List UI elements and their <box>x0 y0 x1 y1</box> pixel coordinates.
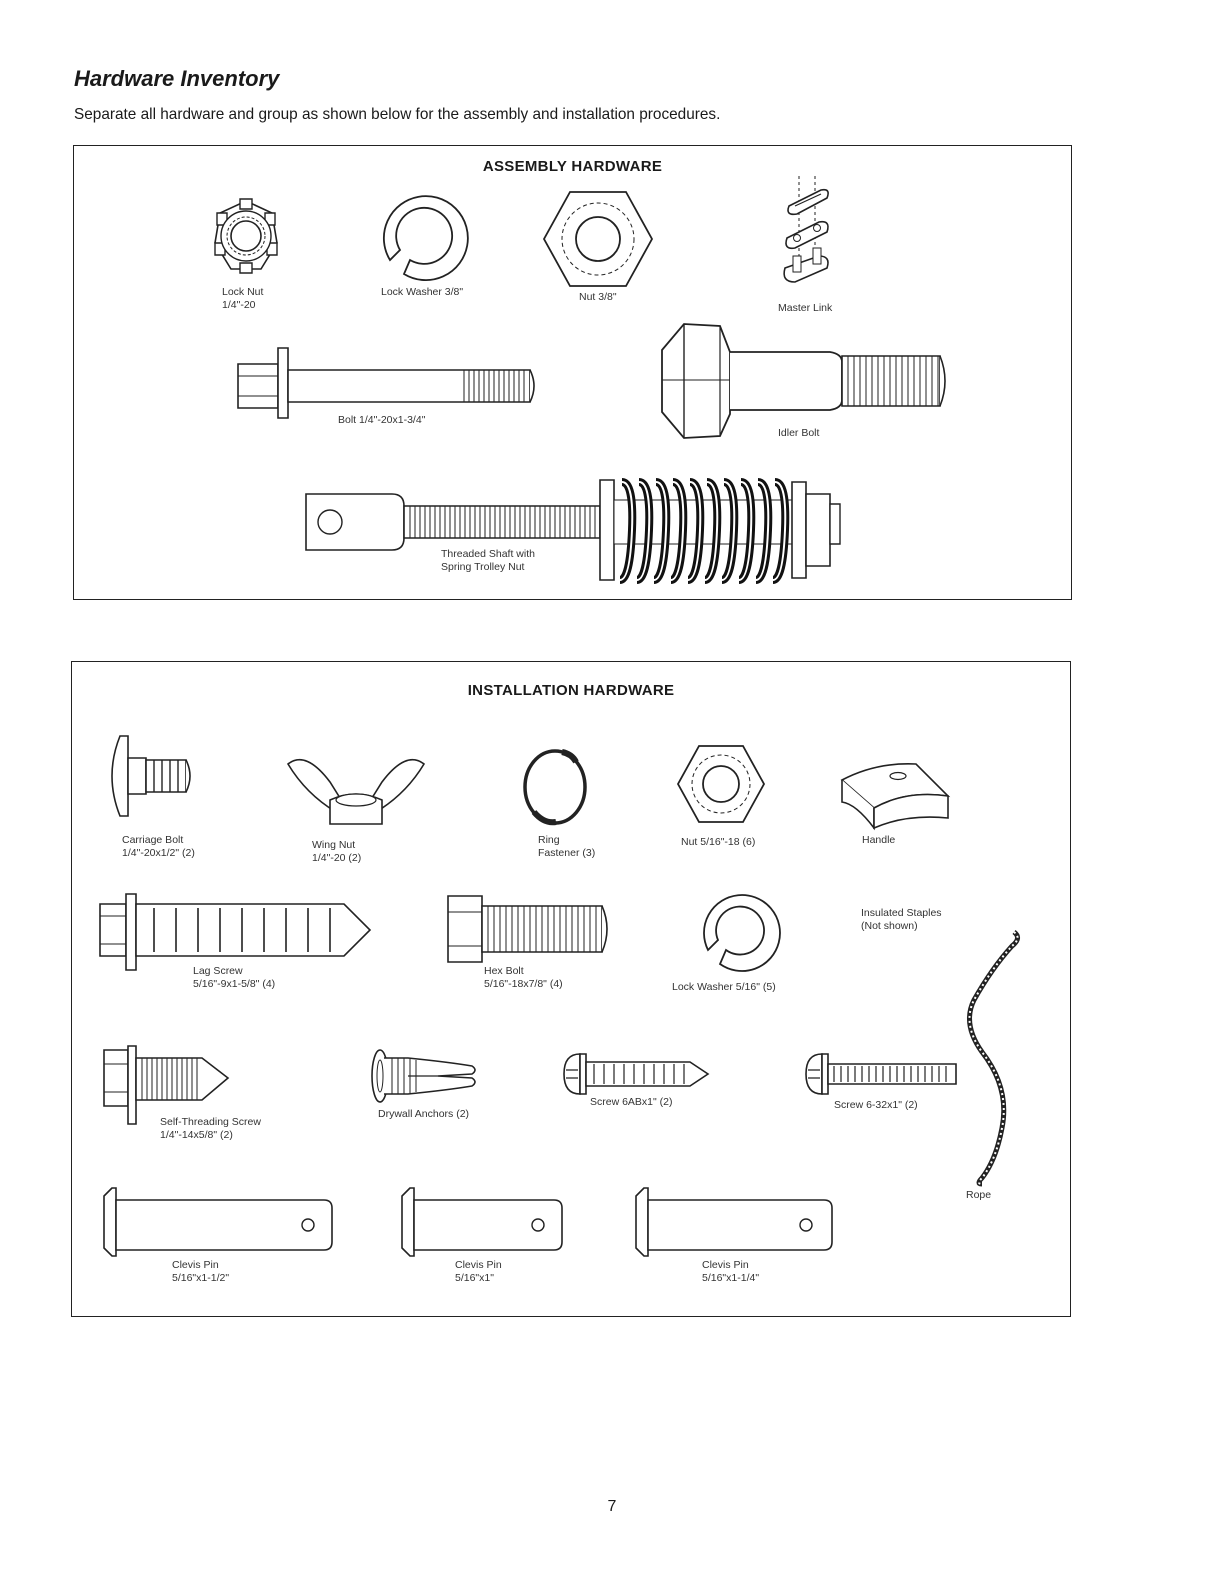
bolt-icon <box>236 346 538 420</box>
installation-item-name: Ring <box>538 834 560 846</box>
installation-item-spec: 5/16"x1-1/2" <box>172 1272 230 1284</box>
installation-item-name: Wing Nut <box>312 839 356 851</box>
installation-item-name: Clevis Pin <box>172 1259 219 1271</box>
handle-icon <box>836 758 952 830</box>
installation-item-name: Clevis Pin <box>702 1259 749 1271</box>
assembly-item-spec: 1/4"-20 <box>222 299 256 311</box>
assembly-item-name: Master Link <box>778 302 833 314</box>
self-threading-screw-icon <box>102 1044 232 1126</box>
assembly-item-name: Threaded Shaft with <box>441 548 535 560</box>
installation-item-spec: Fastener (3) <box>538 847 596 859</box>
idler-bolt-icon <box>660 322 950 440</box>
installation-item-name: Lock Washer 5/16" (5) <box>672 981 776 993</box>
installation-hardware-panel: INSTALLATION HARDWARE Carriage Bolt 1/4"… <box>71 661 1071 1317</box>
lag-screw-icon <box>98 892 374 972</box>
installation-item-name: Lag Screw <box>193 965 243 977</box>
installation-item-name: Rope <box>966 1189 992 1201</box>
installation-item-spec: 5/16"x1" <box>455 1272 494 1284</box>
ring-fastener-icon <box>520 746 590 828</box>
installation-item-spec: 1/4"-20x1/2" (2) <box>122 847 195 859</box>
intro-text: Separate all hardware and group as shown… <box>74 106 721 123</box>
threaded-shaft-icon <box>304 476 844 588</box>
assembly-hardware-panel: ASSEMBLY HARDWARE Lock Nut 1/4"-20 Lock … <box>73 145 1072 600</box>
assembly-item-name: Bolt 1/4"-20x1-3/4" <box>338 414 426 426</box>
installation-item-name: Hex Bolt <box>484 965 524 977</box>
hex-bolt-icon <box>446 894 612 964</box>
drywall-anchor-icon <box>368 1048 480 1104</box>
hex-nut-icon <box>676 744 766 824</box>
assembly-item-name: Nut 3/8" <box>579 291 617 303</box>
installation-item-name: Handle <box>862 834 896 846</box>
installation-item-name: Drywall Anchors (2) <box>378 1108 470 1120</box>
installation-item-name: Screw 6-32x1" (2) <box>834 1099 918 1111</box>
page-title: Hardware Inventory <box>74 66 280 91</box>
clevis-pin-icon <box>102 1186 336 1258</box>
installation-item-spec: 5/16"-9x1-5/8" (4) <box>193 978 276 990</box>
assembly-item-name: Lock Nut <box>222 286 264 298</box>
installation-item-spec: 1/4"-20 (2) <box>312 852 362 864</box>
installation-item-name: Clevis Pin <box>455 1259 502 1271</box>
lock-washer-icon <box>690 888 776 974</box>
assembly-item-name: Idler Bolt <box>778 427 820 439</box>
installation-item-spec: (Not shown) <box>861 920 918 932</box>
assembly-item-spec: Spring Trolley Nut <box>441 561 525 573</box>
installation-item-name: Screw 6ABx1" (2) <box>590 1096 673 1108</box>
hex-nut-icon <box>542 190 654 288</box>
installation-item-name: Self-Threading Screw <box>160 1116 261 1128</box>
master-link-icon <box>777 176 837 288</box>
assembly-panel-title: ASSEMBLY HARDWARE <box>482 158 663 175</box>
screw-icon <box>562 1052 712 1096</box>
installation-item-name: Nut 5/16"-18 (6) <box>681 836 756 848</box>
clevis-pin-icon <box>634 1186 836 1258</box>
rope-icon <box>952 928 1032 1188</box>
wing-nut-icon <box>286 742 426 828</box>
lock-nut-icon <box>211 199 281 275</box>
carriage-bolt-icon <box>102 732 194 820</box>
installation-item-name: Carriage Bolt <box>122 834 184 846</box>
installation-item-spec: 1/4"-14x5/8" (2) <box>160 1129 233 1141</box>
clevis-pin-icon <box>400 1186 566 1258</box>
assembly-item-name: Lock Washer 3/8" <box>381 286 464 298</box>
installation-item-spec: 5/16"-18x7/8" (4) <box>484 978 563 990</box>
installation-item-spec: 5/16"x1-1/4" <box>702 1272 760 1284</box>
lock-washer-icon <box>368 188 468 288</box>
screw-icon <box>804 1052 960 1096</box>
page-number: 7 <box>607 1498 617 1515</box>
installation-item-name: Insulated Staples <box>861 907 942 919</box>
installation-panel-title: INSTALLATION HARDWARE <box>467 682 675 699</box>
